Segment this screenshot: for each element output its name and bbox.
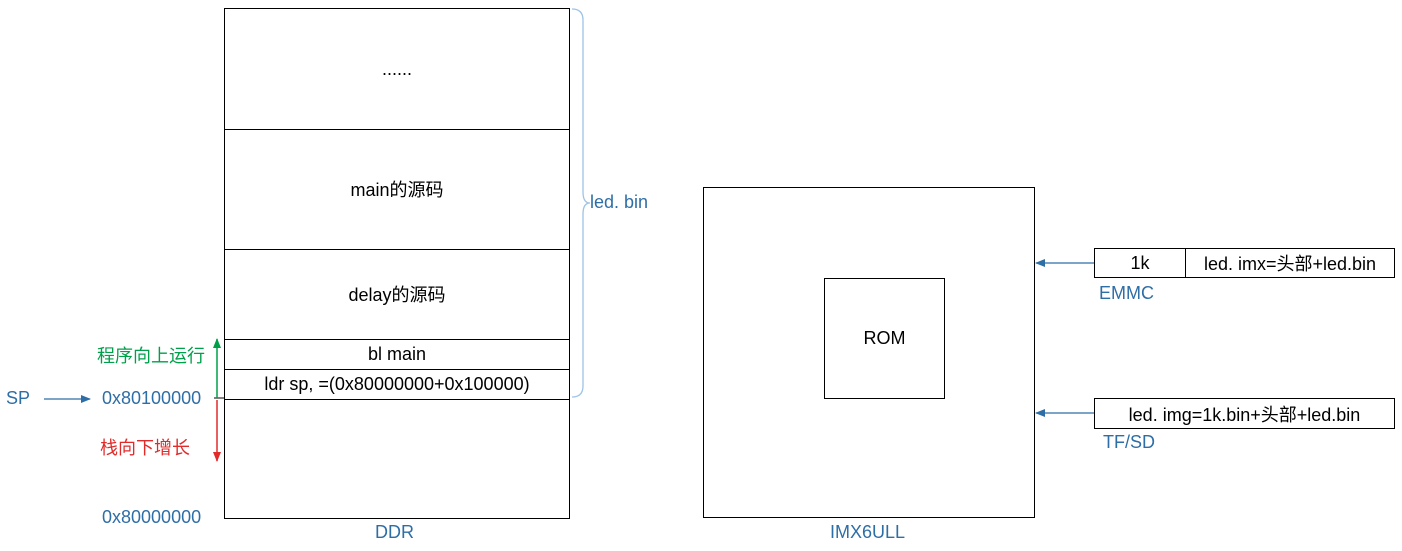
ddr-section-bl-main: bl main: [225, 339, 569, 370]
ddr-section-ellipsis: ......: [225, 9, 569, 130]
ddr-section-ellipsis-text: ......: [381, 58, 412, 79]
imx6ull-caption: IMX6ULL: [830, 522, 906, 542]
ddr-section-ldr-sp-text: ldr sp, =(0x80000000+0x100000): [264, 373, 530, 394]
tfsd-image-row: led. img=1k.bin+头部+led.bin: [1094, 398, 1395, 429]
stack-grows-down-label: 栈向下增长: [100, 438, 190, 458]
ddr-section-bl-main-text: bl main: [367, 343, 427, 364]
led-bin-label: led. bin: [590, 192, 649, 212]
rom-label: ROM: [863, 328, 906, 348]
emmc-1k-text: 1k: [1130, 252, 1150, 273]
ddr-section-delay-source-text: delay的源码: [348, 285, 446, 305]
tfsd-led-img-cell: led. img=1k.bin+头部+led.bin: [1095, 399, 1394, 428]
ddr-section-main-source: main的源码: [225, 129, 569, 250]
ddr-caption: DDR: [375, 522, 414, 542]
ddr-section-delay-source: delay的源码: [225, 249, 569, 340]
program-runs-up-label: 程序向上运行: [97, 346, 205, 366]
rom-box: ROM: [824, 278, 945, 399]
sp-label: SP: [6, 388, 31, 408]
ddr-memory-box: ...... main的源码 delay的源码 bl main ldr sp, …: [224, 8, 570, 519]
emmc-label: EMMC: [1099, 283, 1154, 303]
tfsd-led-img-text: led. img=1k.bin+头部+led.bin: [1128, 404, 1361, 425]
ddr-section-main-source-text: main的源码: [350, 180, 444, 200]
address-0x80100000: 0x80100000: [102, 388, 202, 408]
emmc-led-imx-text: led. imx=头部+led.bin: [1203, 254, 1377, 274]
address-0x80000000: 0x80000000: [102, 507, 202, 527]
tfsd-label: TF/SD: [1103, 432, 1155, 452]
emmc-led-imx-cell: led. imx=头部+led.bin: [1186, 249, 1394, 277]
emmc-image-row: 1k led. imx=头部+led.bin: [1094, 248, 1395, 278]
emmc-1k-cell: 1k: [1095, 249, 1186, 277]
led-bin-brace: [571, 8, 591, 398]
ddr-section-ldr-sp: ldr sp, =(0x80000000+0x100000): [225, 369, 569, 400]
